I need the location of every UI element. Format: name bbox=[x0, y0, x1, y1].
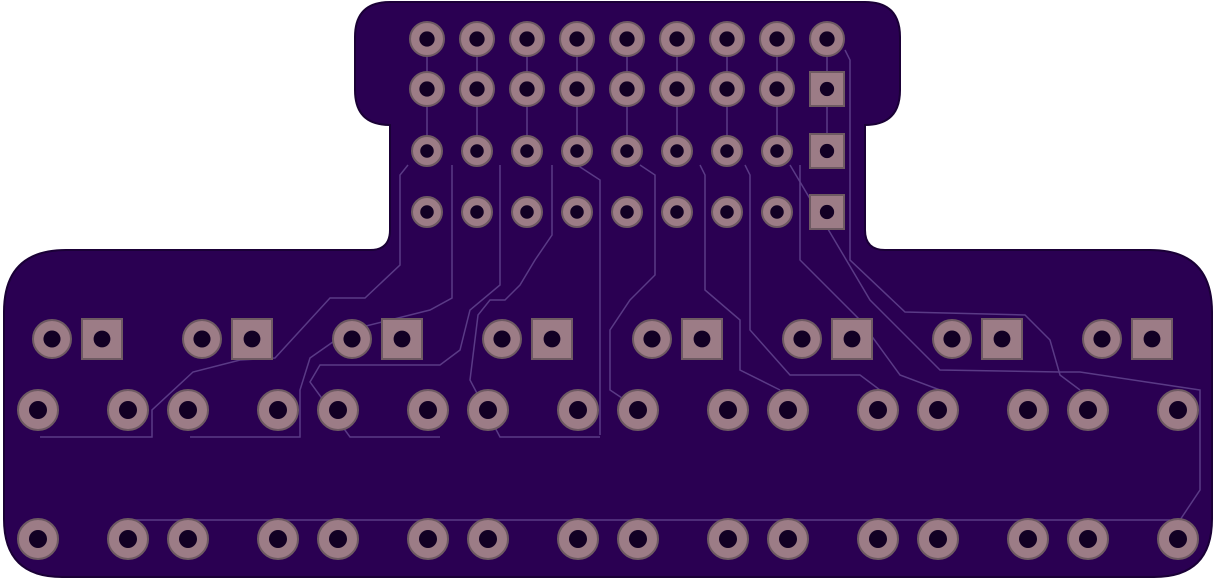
header-pad bbox=[559, 71, 595, 107]
pair-pad-square bbox=[681, 318, 723, 360]
trace bbox=[844, 49, 1081, 391]
trace bbox=[699, 164, 781, 391]
header-pad bbox=[711, 196, 743, 228]
trace bbox=[744, 164, 881, 391]
pair-pad-square bbox=[531, 318, 573, 360]
header-pad bbox=[611, 135, 643, 167]
header-pad bbox=[809, 21, 845, 57]
through-hole-pad bbox=[1067, 389, 1109, 431]
pads-layer bbox=[17, 21, 1199, 560]
header-pad bbox=[559, 21, 595, 57]
through-hole-pad bbox=[767, 518, 809, 560]
pair-pad-round bbox=[182, 319, 222, 359]
pair-pad-square bbox=[381, 318, 423, 360]
header-pad bbox=[461, 196, 493, 228]
header-pad bbox=[511, 135, 543, 167]
header-pad bbox=[509, 71, 545, 107]
through-hole-pad bbox=[1007, 518, 1049, 560]
header-pad bbox=[509, 21, 545, 57]
header-pad bbox=[609, 71, 645, 107]
through-hole-pad bbox=[1157, 389, 1199, 431]
header-pad bbox=[709, 71, 745, 107]
trace bbox=[789, 164, 1201, 521]
through-hole-pad bbox=[17, 389, 59, 431]
through-hole-pad bbox=[257, 518, 299, 560]
header-pad bbox=[661, 196, 693, 228]
header-pad bbox=[711, 135, 743, 167]
through-hole-pad bbox=[1067, 518, 1109, 560]
trace bbox=[576, 164, 601, 435]
header-pad bbox=[411, 196, 443, 228]
pair-pad-round bbox=[632, 319, 672, 359]
header-pad bbox=[511, 196, 543, 228]
through-hole-pad bbox=[107, 518, 149, 560]
header-pad bbox=[561, 135, 593, 167]
pair-pad-square bbox=[1131, 318, 1173, 360]
header-pad-square bbox=[809, 71, 845, 107]
through-hole-pad bbox=[167, 518, 209, 560]
pair-pad-square bbox=[831, 318, 873, 360]
through-hole-pad bbox=[317, 389, 359, 431]
pair-pad-square bbox=[981, 318, 1023, 360]
trace bbox=[609, 164, 656, 401]
through-hole-pad bbox=[467, 518, 509, 560]
header-pad bbox=[459, 21, 495, 57]
through-hole-pad bbox=[317, 518, 359, 560]
through-hole-pad bbox=[407, 518, 449, 560]
through-hole-pad bbox=[917, 518, 959, 560]
pair-pad-round bbox=[482, 319, 522, 359]
pair-pad-round bbox=[1082, 319, 1122, 359]
through-hole-pad bbox=[1007, 389, 1049, 431]
through-hole-pad bbox=[1157, 518, 1199, 560]
through-hole-pad bbox=[617, 518, 659, 560]
pair-pad-round bbox=[782, 319, 822, 359]
pair-pad-square bbox=[81, 318, 123, 360]
header-pad bbox=[411, 135, 443, 167]
through-hole-pad bbox=[617, 389, 659, 431]
header-pad bbox=[461, 135, 493, 167]
pair-pad-round bbox=[32, 319, 72, 359]
through-hole-pad bbox=[407, 389, 449, 431]
header-pad bbox=[661, 135, 693, 167]
through-hole-pad bbox=[167, 389, 209, 431]
header-pad-square bbox=[809, 133, 845, 169]
through-hole-pad bbox=[557, 518, 599, 560]
through-hole-pad bbox=[557, 389, 599, 431]
pair-pad-round bbox=[332, 319, 372, 359]
header-pad bbox=[409, 71, 445, 107]
through-hole-pad bbox=[467, 389, 509, 431]
through-hole-pad bbox=[857, 389, 899, 431]
trace bbox=[40, 164, 409, 438]
through-hole-pad bbox=[707, 518, 749, 560]
pair-pad-round bbox=[932, 319, 972, 359]
header-pad bbox=[659, 71, 695, 107]
header-pad bbox=[761, 196, 793, 228]
through-hole-pad bbox=[257, 389, 299, 431]
header-pad bbox=[759, 71, 795, 107]
header-pad bbox=[409, 21, 445, 57]
header-pad-square bbox=[809, 194, 845, 230]
header-pad bbox=[459, 71, 495, 107]
header-pad bbox=[611, 196, 643, 228]
pair-pad-square bbox=[231, 318, 273, 360]
through-hole-pad bbox=[107, 389, 149, 431]
through-hole-pad bbox=[917, 389, 959, 431]
header-pad bbox=[759, 21, 795, 57]
through-hole-pad bbox=[857, 518, 899, 560]
through-hole-pad bbox=[767, 389, 809, 431]
header-pad bbox=[561, 196, 593, 228]
pcb-substrate bbox=[3, 1, 1213, 578]
header-pad bbox=[709, 21, 745, 57]
through-hole-pad bbox=[17, 518, 59, 560]
trace bbox=[190, 165, 453, 438]
through-hole-pad bbox=[707, 389, 749, 431]
header-pad bbox=[609, 21, 645, 57]
header-pad bbox=[659, 21, 695, 57]
header-pad bbox=[761, 135, 793, 167]
